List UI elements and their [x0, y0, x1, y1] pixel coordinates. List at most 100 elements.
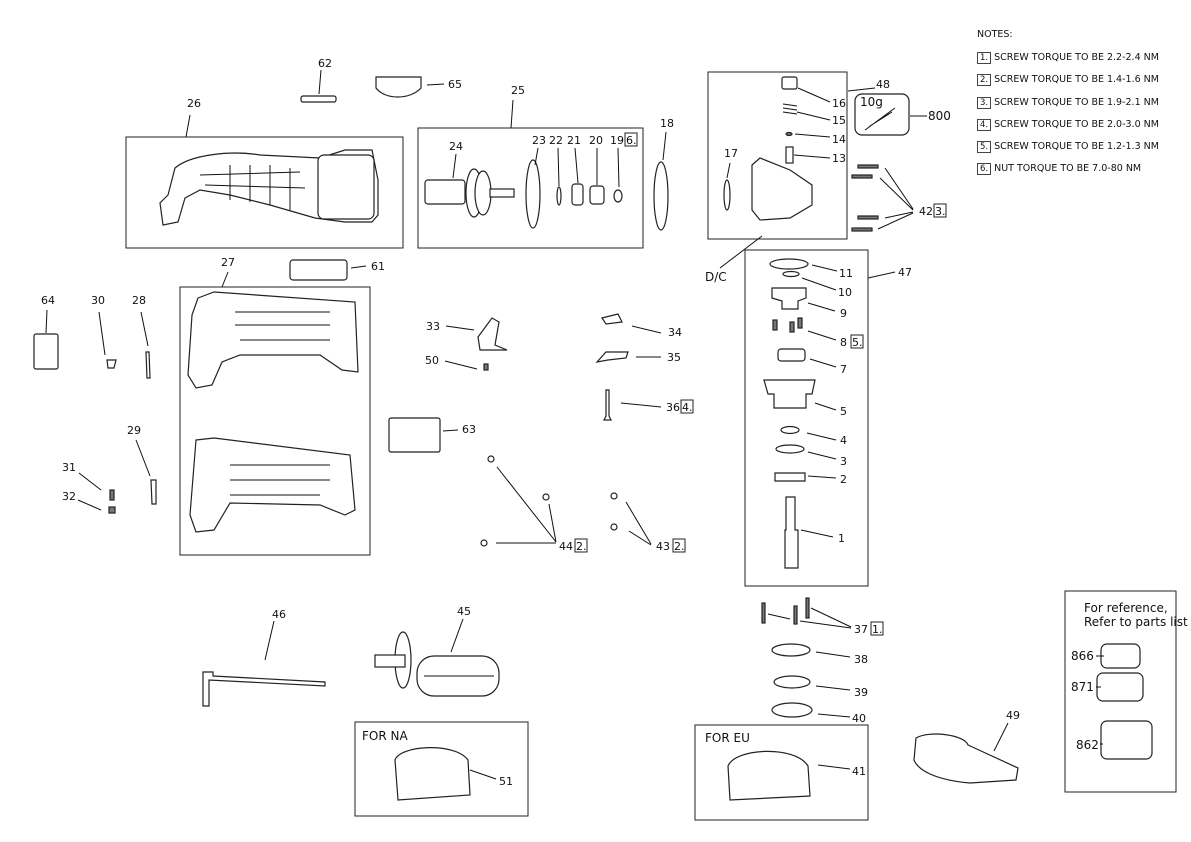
box-na	[354, 721, 529, 817]
part-42-screws	[851, 164, 879, 232]
part-65	[375, 76, 422, 98]
torque-tag-36: 4.	[682, 401, 693, 414]
callout-34: 34	[668, 326, 682, 339]
callout-46: 46	[272, 608, 286, 621]
callout-7: 7	[840, 363, 847, 376]
part-64	[33, 333, 59, 370]
part-32	[108, 506, 116, 514]
box-48	[707, 71, 848, 240]
part-11	[769, 258, 809, 270]
reference-line-1: For reference,	[1084, 601, 1168, 615]
part-9	[771, 287, 807, 310]
part-62	[300, 95, 337, 103]
part-35	[595, 351, 629, 363]
callout-39: 39	[854, 686, 868, 699]
part-63	[388, 417, 441, 453]
part-33	[477, 317, 508, 351]
part-28	[145, 351, 151, 379]
callout-13: 13	[832, 152, 846, 165]
part-15	[782, 103, 798, 115]
note-text: NUT TORQUE TO BE 7.0-80 NM	[994, 163, 1142, 174]
callout-3: 3	[840, 455, 847, 468]
part-1	[784, 496, 799, 569]
part-14	[785, 131, 793, 137]
callout-21: 21	[567, 134, 581, 147]
part-19	[613, 189, 623, 203]
reference-item-866: 866	[1071, 649, 1094, 663]
part-23	[525, 159, 541, 229]
part-4	[780, 425, 800, 435]
callout-16: 16	[832, 97, 846, 110]
callout-25: 25	[511, 84, 525, 97]
part-46-hex-key	[202, 671, 326, 707]
torque-tag-43: 2.	[674, 540, 685, 553]
note-text: SCREW TORQUE TO BE 2.0-3.0 NM	[994, 119, 1159, 130]
note-tag: 4.	[977, 119, 992, 131]
torque-tag-42: 3.	[935, 205, 946, 218]
region-label-eu: FOR EU	[705, 731, 750, 745]
part-26-housing	[159, 149, 379, 226]
callout-41: 41	[852, 765, 866, 778]
reference-title: For reference, Refer to parts list	[1084, 601, 1188, 629]
callout-62: 62	[318, 57, 332, 70]
callout-800: 800	[928, 109, 951, 123]
callout-28: 28	[132, 294, 146, 307]
note-tag: 2.	[977, 74, 992, 86]
callout-10: 10	[838, 286, 852, 299]
part-43-screws	[610, 492, 618, 531]
part-30	[106, 359, 117, 369]
torque-tag-44: 2.	[576, 540, 587, 553]
part-17	[723, 179, 731, 211]
note-tag: 3.	[977, 97, 992, 109]
box-26	[125, 136, 404, 249]
part-45-side-handle	[374, 631, 500, 697]
callout-63: 63	[462, 423, 476, 436]
note-tag: 6.	[977, 163, 992, 175]
part-44-screws	[480, 455, 550, 547]
note-tag: 5.	[977, 141, 992, 153]
note-1: 1.SCREW TORQUE TO BE 2.2-2.4 NM	[977, 52, 1159, 64]
part-39	[773, 675, 811, 689]
part-29	[150, 479, 157, 505]
callout-26: 26	[187, 97, 201, 110]
callout-15: 15	[832, 114, 846, 127]
reference-item-871: 871	[1071, 680, 1094, 694]
callout-numbers: 62 65 26 25 24 23 22 21 20 19 18 48 16 1…	[41, 57, 1020, 788]
callout-50: 50	[425, 354, 439, 367]
callout-2: 2	[840, 473, 847, 486]
part-37-screws	[761, 597, 810, 625]
part-871-charger	[1096, 672, 1144, 702]
note-5: 5.SCREW TORQUE TO BE 1.2-1.3 NM	[977, 141, 1159, 153]
reference-line-2: Refer to parts list	[1084, 615, 1188, 629]
callout-17: 17	[724, 147, 738, 160]
notes-title: NOTES:	[977, 29, 1013, 40]
note-text: SCREW TORQUE TO BE 1.9-2.1 NM	[994, 97, 1159, 108]
callout-9: 9	[840, 307, 847, 320]
note-tag: 1.	[977, 52, 992, 64]
region-label-na: FOR NA	[362, 729, 408, 743]
grease-label: 10g	[860, 95, 883, 109]
callout-23: 23	[532, 134, 546, 147]
part-40	[771, 702, 813, 718]
box-eu	[694, 724, 869, 821]
note-text: SCREW TORQUE TO BE 1.4-1.6 NM	[994, 74, 1159, 85]
callout-38: 38	[854, 653, 868, 666]
note-2: 2.SCREW TORQUE TO BE 1.4-1.6 NM	[977, 74, 1159, 86]
part-8-screws	[772, 317, 803, 333]
callout-45: 45	[457, 605, 471, 618]
callout-31: 31	[62, 461, 76, 474]
note-6: 6.NUT TORQUE TO BE 7.0-80 NM	[977, 163, 1141, 175]
part-3	[775, 444, 805, 454]
callout-33: 33	[426, 320, 440, 333]
note-3: 3.SCREW TORQUE TO BE 1.9-2.1 NM	[977, 97, 1159, 109]
part-61	[289, 259, 348, 281]
part-20	[589, 185, 605, 205]
callout-4: 4	[840, 434, 847, 447]
callout-47: 47	[898, 266, 912, 279]
callout-64: 64	[41, 294, 55, 307]
part-38	[771, 643, 811, 657]
callout-20: 20	[589, 134, 603, 147]
part-2	[774, 472, 806, 482]
part-7	[777, 348, 806, 362]
